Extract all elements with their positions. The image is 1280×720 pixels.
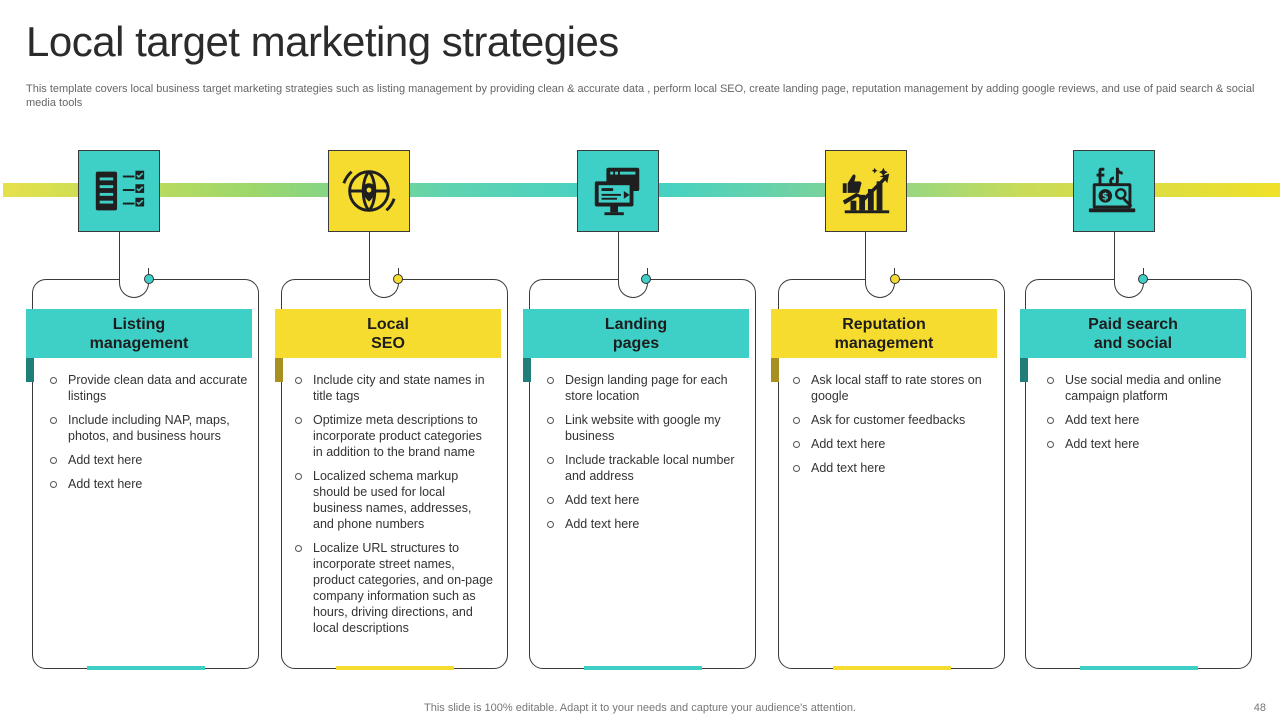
header-fold: [771, 358, 779, 382]
social-laptop-search-icon: $: [1073, 150, 1155, 232]
card-accent: [1080, 666, 1198, 670]
list-item: Add text here: [1045, 412, 1240, 428]
list-item: Link website with google my business: [545, 412, 745, 444]
list-item: Ask local staff to rate stores on google: [791, 372, 991, 404]
list-item: Localized schema markup should be used f…: [293, 468, 495, 532]
list-item: Include trackable local number and addre…: [545, 452, 745, 484]
connector-dot: [393, 274, 403, 284]
connector-dot: [1138, 274, 1148, 284]
connector-line: [865, 232, 866, 290]
slide-title: Local target marketing strategies: [26, 18, 619, 65]
list-item: Use social media and online campaign pla…: [1045, 372, 1240, 404]
connector-dot: [641, 274, 651, 284]
slide-subtitle: This template covers local business targ…: [26, 83, 1255, 109]
list-item: Add text here: [48, 476, 248, 492]
connector-dot: [144, 274, 154, 284]
header-fold: [1020, 358, 1028, 382]
connector-dot: [890, 274, 900, 284]
list-item: Add text here: [791, 436, 991, 452]
list-item: Ask for customer feedbacks: [791, 412, 991, 428]
connector-line: [119, 232, 120, 290]
connector-line: [369, 232, 370, 290]
connector-curve: [119, 268, 149, 298]
list-item: Provide clean data and accurate listings: [48, 372, 248, 404]
list-item: Add text here: [545, 516, 745, 532]
bullet-list: Design landing page for each store locat…: [545, 372, 745, 540]
monitor-webpage-icon: [577, 150, 659, 232]
list-item: Add text here: [48, 452, 248, 468]
page-number: 48: [1253, 702, 1266, 714]
list-item: Optimize meta descriptions to incorporat…: [293, 412, 495, 460]
svg-text:$: $: [1102, 192, 1109, 203]
bullet-list: Provide clean data and accurate listings…: [48, 372, 248, 500]
list-item: Add text here: [545, 492, 745, 508]
bullet-list: Include city and state names in title ta…: [293, 372, 495, 644]
card-accent: [87, 666, 205, 670]
list-item: Add text here: [1045, 436, 1240, 452]
checklist-icon: [78, 150, 160, 232]
slide-footer: This slide is 100% editable. Adapt it to…: [424, 702, 856, 714]
bullet-list: Use social media and online campaign pla…: [1045, 372, 1240, 460]
header-fold: [523, 358, 531, 382]
list-item: Include including NAP, maps, photos, and…: [48, 412, 248, 444]
header-fold: [26, 358, 34, 382]
list-item: Localize URL structures to incorporate s…: [293, 540, 495, 636]
growth-chart-thumbs-up-icon: [825, 150, 907, 232]
connector-curve: [865, 268, 895, 298]
card-accent: [584, 666, 702, 670]
connector-line: [1114, 232, 1115, 290]
list-item: Include city and state names in title ta…: [293, 372, 495, 404]
list-item: Add text here: [791, 460, 991, 476]
card-accent: [833, 666, 951, 670]
card-accent: [336, 666, 454, 670]
connector-line: [618, 232, 619, 290]
list-item: Design landing page for each store locat…: [545, 372, 745, 404]
header-fold: [275, 358, 283, 382]
globe-pin-icon: [328, 150, 410, 232]
bullet-list: Ask local staff to rate stores on google…: [791, 372, 991, 484]
